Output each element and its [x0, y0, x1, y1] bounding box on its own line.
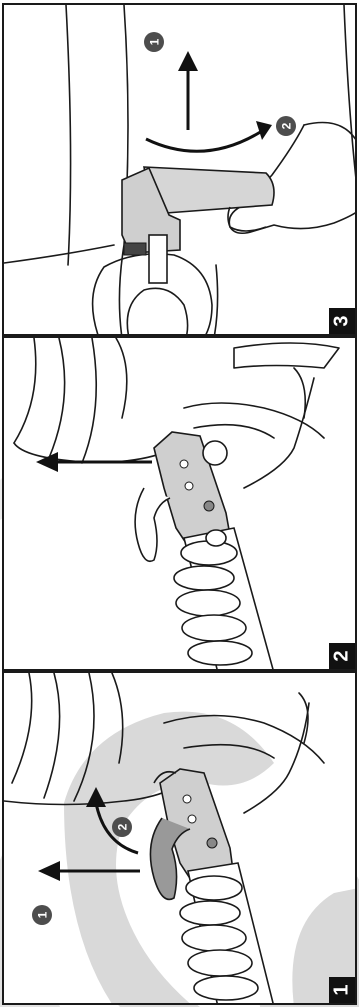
panel-step-2: 2	[2, 336, 357, 671]
callout-badge: 1	[32, 905, 52, 925]
panel-step-3: 1 2 3	[2, 3, 357, 336]
lever-pull-drawing	[4, 673, 357, 1005]
panel-step-1: 2 1 1	[2, 671, 357, 1005]
cap-removal-drawing	[4, 5, 357, 336]
callout-badge: 2	[112, 817, 132, 837]
curved-arrow-icon	[146, 121, 272, 151]
step-number: 3	[329, 308, 355, 334]
arrow-up-icon	[178, 51, 198, 130]
step-number: 1	[329, 977, 355, 1003]
latch-release-drawing	[4, 338, 357, 671]
callout-badge: 1	[144, 32, 164, 52]
arrow-left-icon	[36, 452, 152, 472]
callout-badge: 2	[276, 116, 296, 136]
step-number: 2	[329, 643, 355, 669]
